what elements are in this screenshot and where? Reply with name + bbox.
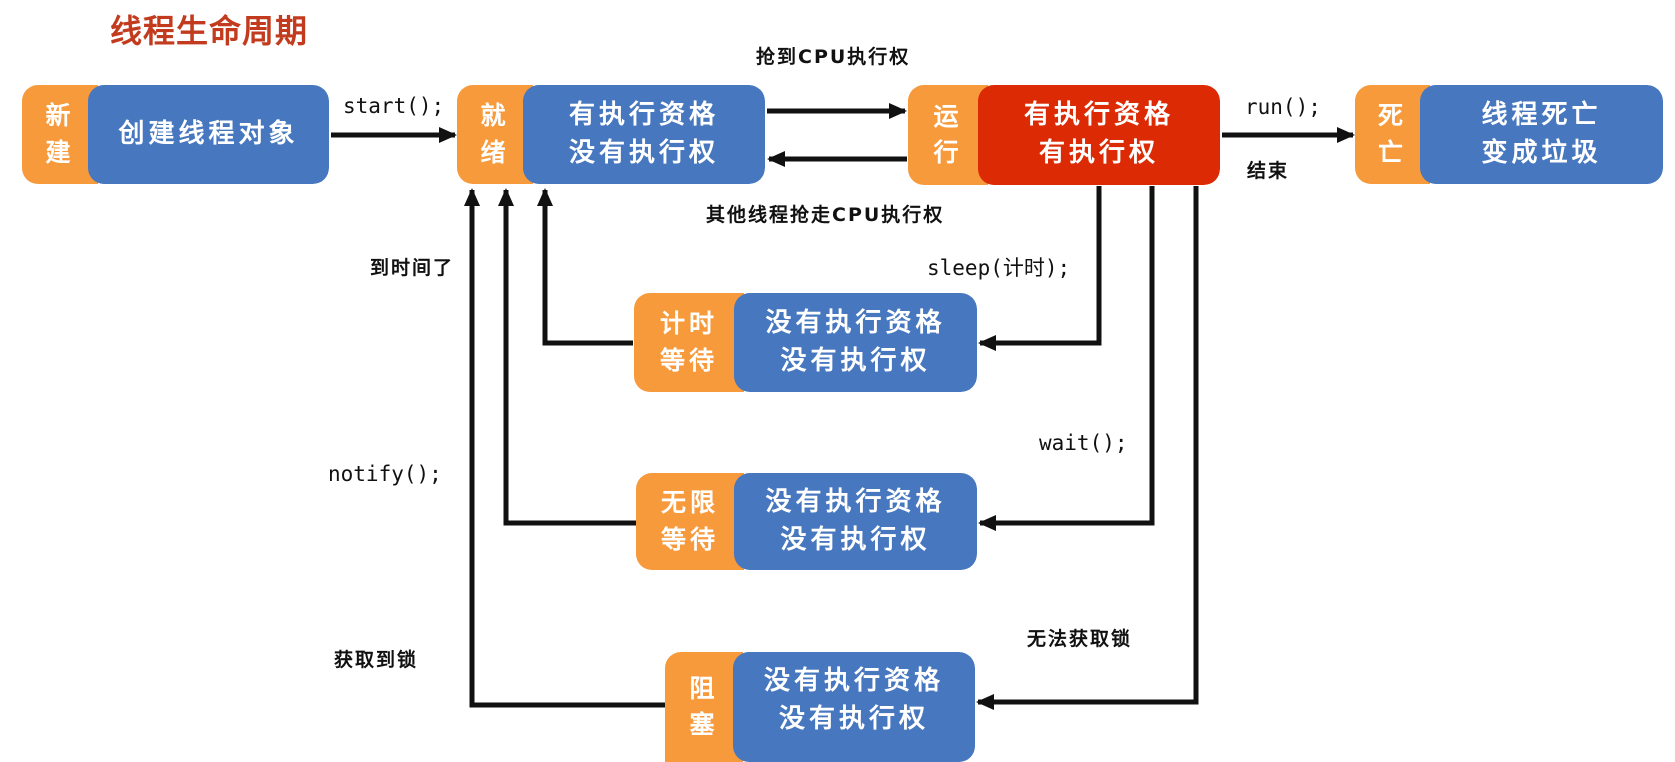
state-desc-line: 没有执行权 bbox=[780, 524, 931, 555]
arrow-waiting-to-ready bbox=[498, 188, 636, 526]
state-blocked-body: 没有执行资格 没有执行权 bbox=[733, 652, 975, 762]
arrow-timed-waiting-to-ready bbox=[537, 188, 633, 346]
label-run: run(); bbox=[1245, 95, 1321, 119]
state-dead: 死 亡 线程死亡 变成垃圾 bbox=[1355, 85, 1663, 184]
tag-char: 死 bbox=[1377, 101, 1407, 131]
state-ready-tag: 就 绪 bbox=[457, 85, 533, 184]
label-got-lock: 获取到锁 bbox=[334, 649, 419, 671]
state-running-body: 有执行资格 有执行权 bbox=[978, 85, 1220, 185]
state-waiting-tag: 无限 等待 bbox=[636, 473, 744, 570]
diagram-title: 线程生命周期 bbox=[110, 12, 309, 50]
tag-char: 就 bbox=[480, 101, 510, 131]
state-desc-line: 没有执行权 bbox=[778, 704, 929, 734]
state-timed-waiting-body: 没有执行资格 没有执行权 bbox=[734, 293, 977, 392]
state-ready: 就 绪 有执行资格 没有执行权 bbox=[457, 85, 765, 184]
label-end: 结束 bbox=[1247, 160, 1290, 182]
arrow-running-to-blocked bbox=[976, 186, 1199, 710]
tag-char: 绪 bbox=[480, 137, 510, 167]
tag-char: 塞 bbox=[689, 710, 719, 739]
arrow-running-to-waiting bbox=[978, 186, 1155, 531]
label-no-lock: 无法获取锁 bbox=[1027, 628, 1133, 650]
arrow-running-to-timed-waiting bbox=[978, 186, 1102, 351]
label-lose-cpu: 其他线程抢走CPU执行权 bbox=[706, 204, 945, 226]
state-waiting: 无限 等待 没有执行资格 没有执行权 bbox=[636, 473, 977, 570]
tag-line: 计时 bbox=[659, 309, 718, 339]
state-new: 新 建 创建线程对象 bbox=[22, 85, 329, 184]
label-sleep: sleep(计时); bbox=[927, 256, 1071, 280]
state-desc-line: 没有执行资格 bbox=[765, 307, 946, 338]
state-new-tag: 新 建 bbox=[22, 85, 98, 184]
tag-char: 运 bbox=[933, 101, 963, 131]
state-desc-line: 变成垃圾 bbox=[1481, 137, 1602, 168]
state-waiting-body: 没有执行资格 没有执行权 bbox=[734, 473, 977, 570]
state-desc-line: 没有执行资格 bbox=[763, 666, 944, 697]
label-notify: notify(); bbox=[328, 462, 442, 486]
tag-char: 亡 bbox=[1377, 137, 1407, 167]
label-wait: wait(); bbox=[1039, 431, 1128, 455]
state-blocked: 阻 塞 没有执行资格 没有执行权 bbox=[665, 652, 975, 762]
state-dead-tag: 死 亡 bbox=[1355, 85, 1430, 184]
state-desc-line: 有执行资格 bbox=[1023, 100, 1174, 131]
tag-char: 阻 bbox=[689, 673, 719, 703]
state-dead-body: 线程死亡 变成垃圾 bbox=[1420, 85, 1663, 184]
state-timed-waiting: 计时 等待 没有执行资格 没有执行权 bbox=[634, 293, 977, 392]
state-desc-line: 没有执行资格 bbox=[765, 486, 946, 517]
state-desc-line: 线程死亡 bbox=[1481, 99, 1602, 130]
tag-char: 建 bbox=[45, 137, 75, 167]
state-running: 运 行 有执行资格 有执行权 bbox=[908, 85, 1220, 185]
tag-char: 新 bbox=[45, 101, 75, 131]
state-new-body: 创建线程对象 bbox=[88, 85, 329, 184]
tag-line: 等待 bbox=[660, 524, 719, 554]
label-time-up: 到时间了 bbox=[370, 257, 455, 279]
tag-line: 无限 bbox=[660, 488, 719, 518]
state-running-tag: 运 行 bbox=[908, 85, 988, 185]
state-desc-line: 没有执行权 bbox=[568, 137, 719, 168]
state-blocked-tag: 阻 塞 bbox=[665, 652, 743, 762]
arrow-blocked-to-ready bbox=[464, 188, 665, 708]
state-desc-line: 没有执行权 bbox=[780, 345, 931, 376]
state-timed-waiting-tag: 计时 等待 bbox=[634, 293, 744, 392]
state-desc-line: 创建线程对象 bbox=[118, 118, 299, 149]
state-desc-line: 有执行权 bbox=[1038, 138, 1159, 168]
label-grab-cpu: 抢到CPU执行权 bbox=[756, 46, 911, 68]
tag-line: 等待 bbox=[659, 345, 718, 375]
tag-char: 行 bbox=[933, 138, 963, 167]
state-desc-line: 有执行资格 bbox=[568, 99, 719, 130]
state-ready-body: 有执行资格 没有执行权 bbox=[523, 85, 765, 184]
label-start: start(); bbox=[343, 94, 445, 118]
